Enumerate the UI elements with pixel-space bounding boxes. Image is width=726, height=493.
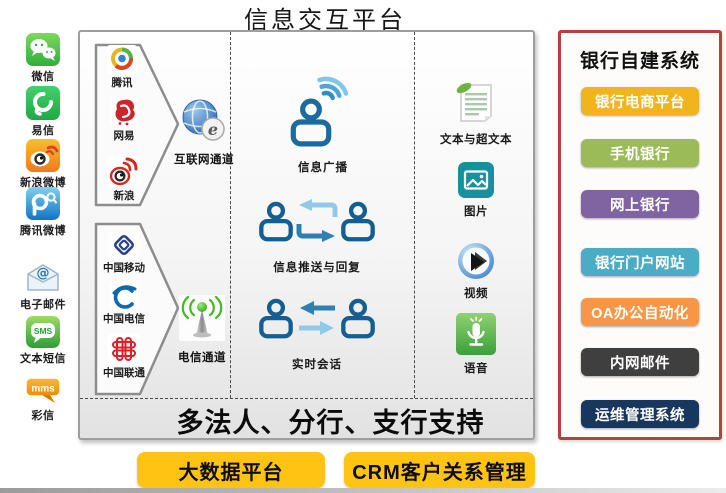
system-ecommerce-platform: 银行电商平台 [581,87,699,115]
media-voice: 语音 [420,313,532,376]
bank-systems-title: 银行自建系统 [579,51,700,72]
system-mobile-banking: 手机银行 [581,139,699,167]
tencent-icon [107,45,137,74]
page-title: 信息交互平台 [244,6,406,34]
antenna-icon [179,295,225,341]
sidebar-item-label: 易信 [31,125,55,137]
provider-tencent: 腾讯 [90,45,154,90]
crm-management-button: CRM客户关系管理 [344,452,535,488]
sina-weibo-icon [26,139,60,172]
sidebar-item-mms: mms 彩信 [6,375,80,423]
platform-box: 腾讯 网易 新浪 [78,30,535,440]
bank-systems-panel: 银行自建系统 银行电商平台 手机银行 网上银行 银行门户网站 OA办公自动化 内… [558,30,722,440]
channel-internet: e 互联网通道 [172,98,236,167]
sidebar-item-label: 腾讯微博 [20,225,66,237]
yixin-icon [26,86,60,120]
svg-text:e: e [208,120,218,139]
system-portal-website: 银行门户网站 [581,248,699,276]
system-ops-management: 运维管理系统 [581,400,699,428]
svg-text:@: @ [37,266,50,281]
sidebar-item-label: 文本短信 [20,353,66,365]
wechat-icon [26,33,60,66]
capability-push-reply: 信息推送与回复 [253,198,381,275]
system-intranet-mail: 内网邮件 [581,348,699,376]
media-video: 视频 [420,242,532,301]
push-reply-icon [257,199,377,242]
sidebar-item-label: 新浪微博 [20,177,66,189]
voice-icon [456,313,496,355]
internet-globe-icon: e [182,99,225,141]
china-telecom-icon [110,281,138,310]
media-image: 图片 [420,162,532,219]
svg-text:mms: mms [31,384,55,395]
system-online-banking: 网上银行 [581,190,699,218]
image-icon [458,162,494,198]
footer-banner: 多法人、分行、支行支持 [80,398,533,441]
sidebar-item-yixin: 易信 [6,86,80,138]
big-data-platform-button: 大数据平台 [137,452,325,488]
sidebar-item-tencent-weibo: 腾讯微博 [6,187,80,238]
sidebar-item-email: @ 电子邮件 [6,262,80,312]
video-icon [458,243,494,279]
provider-china-telecom: 中国电信 [92,281,156,326]
column-divider [230,32,231,398]
sidebar-item-sina-weibo: 新浪微博 [6,139,80,190]
mms-icon: mms [25,377,61,403]
china-unicom-icon [108,334,140,364]
provider-netease: 网易 [92,97,156,143]
sina-icon [107,156,141,187]
email-icon: @ [27,264,59,291]
china-mobile-icon [109,232,139,259]
tencent-weibo-icon [26,187,60,220]
broadcast-person-icon [286,76,349,148]
capability-broadcast: 信息广播 [278,66,368,175]
provider-sina: 新浪 [92,156,156,203]
provider-china-unicom: 中国联通 [92,334,156,380]
sidebar-item-label: 微信 [31,71,55,83]
document-icon [456,82,492,122]
sidebar-item-sms: SMS 文本短信 [6,316,80,366]
column-divider [414,32,415,398]
system-oa-automation: OA办公自动化 [581,298,699,326]
capability-realtime-chat: 实时会话 [253,295,381,372]
realtime-chat-icon [257,295,377,345]
svg-text:SMS: SMS [34,326,53,336]
provider-china-mobile: 中国移动 [92,232,156,275]
sms-icon: SMS [26,316,60,348]
bottom-strip [0,488,726,493]
channel-telecom: 电信通道 [170,294,234,365]
sidebar-item-wechat: 微信 [6,33,80,84]
sidebar-item-label: 彩信 [31,410,55,422]
sidebar-item-label: 电子邮件 [20,299,66,311]
media-text-hypertext: 文本与超文本 [420,80,532,147]
netease-icon [110,97,138,127]
